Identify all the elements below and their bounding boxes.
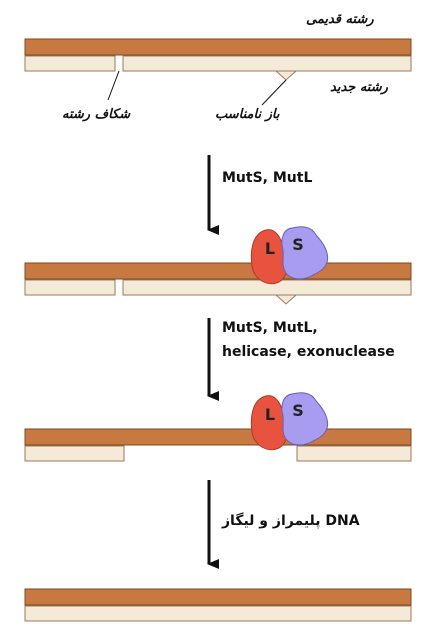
mismatched-base-label: باز نامناسب (215, 107, 280, 122)
old-strand-label: رشته قدیمی (306, 12, 374, 27)
step-2-enzymes-line2: helicase, exonuclease (222, 344, 395, 360)
mismatch-bulge (274, 70, 298, 81)
new-strand (24, 605, 412, 622)
step-1-enzymes: MutS, MutL (222, 170, 313, 186)
mismatch-bulge (274, 294, 298, 305)
dna-stage-2: L S (24, 226, 412, 305)
new-strand-right (296, 445, 412, 462)
dna-stage-3: L S (24, 392, 412, 462)
strand-nick-label: شکاف رشته (62, 107, 131, 122)
mutl-letter: L (265, 239, 275, 258)
muts-protein (281, 392, 329, 446)
step-2-enzymes-line1: MutS, MutL, (222, 320, 318, 336)
muts-protein (281, 226, 329, 280)
step-3-enzymes: DNA پلیمراز و لیگاز (222, 513, 360, 529)
old-strand (24, 262, 412, 280)
new-strand-label: رشته جدید (330, 80, 388, 95)
nick-pointer (107, 70, 120, 101)
old-strand (24, 38, 412, 56)
dna-stage-1 (24, 38, 412, 106)
new-strand-left (24, 279, 116, 296)
dna-stage-4 (24, 588, 412, 622)
old-strand (24, 588, 412, 606)
new-strand-left (24, 445, 125, 462)
old-strand (24, 428, 412, 446)
mutl-letter: L (265, 405, 275, 424)
muts-letter: S (292, 235, 304, 254)
new-strand-right (122, 55, 412, 72)
muts-letter: S (292, 401, 304, 420)
mismatch-pointer (261, 79, 287, 106)
new-strand-left (24, 55, 116, 72)
